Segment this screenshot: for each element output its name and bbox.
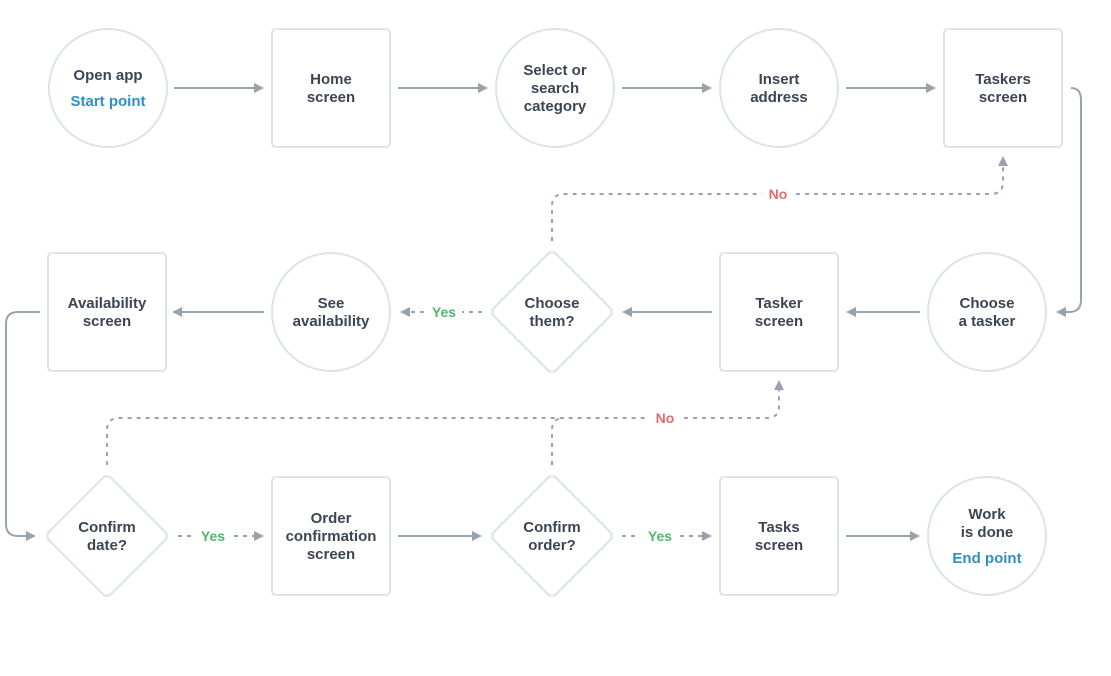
node-tasks-line-1: Tasks <box>758 519 799 536</box>
node-taskers-screen: Taskers screen <box>943 28 1063 148</box>
node-choose-tasker: Choose a tasker <box>927 252 1047 372</box>
yes-label-order: Yes <box>648 528 672 544</box>
node-home-line-1: Home <box>310 71 352 88</box>
node-tasks-screen: Tasks screen <box>719 476 839 596</box>
node-work-done: Work is done End point <box>927 476 1047 596</box>
node-insert-address: Insert address <box>719 28 839 148</box>
node-order-line-1: Order <box>311 510 352 527</box>
node-confirm-order-line-2: order? <box>528 537 576 554</box>
dash-no-top-left <box>551 193 762 241</box>
node-taskers-line-2: screen <box>979 89 1027 106</box>
arrow-no-to-tasker <box>684 380 784 419</box>
arrow-availability-to-confirm-date <box>5 311 40 541</box>
node-insert-line-2: address <box>750 89 808 106</box>
node-confirm-date-line-1: Confirm <box>78 519 136 536</box>
node-confirm-order: Confirm order? <box>491 475 613 597</box>
no-label-row3: No <box>656 410 675 426</box>
node-tasker-line-2: screen <box>755 313 803 330</box>
dash-no-date-line <box>106 417 648 465</box>
node-confirm-order-line-1: Confirm <box>523 519 581 536</box>
node-tasks-line-2: screen <box>755 537 803 554</box>
node-confirm-date-line-2: date? <box>87 537 127 554</box>
node-select-line-3: category <box>524 98 587 115</box>
node-open-app-line-1: Open app <box>73 67 142 84</box>
node-choose-tasker-line-2: a tasker <box>959 313 1016 330</box>
node-taskers-line-1: Taskers <box>975 71 1031 88</box>
node-choose-them: Choose them? <box>491 251 613 373</box>
end-point-label: End point <box>952 550 1021 567</box>
node-select-line-2: search <box>531 80 579 97</box>
arrow-no-to-taskers <box>796 156 1008 195</box>
yes-label-date: Yes <box>201 528 225 544</box>
node-order-confirmation: Order confirmation screen <box>271 476 391 596</box>
yes-label-row2: Yes <box>432 304 456 320</box>
node-availability-line-2: screen <box>83 313 131 330</box>
node-tasker-line-1: Tasker <box>755 295 802 312</box>
node-availability-line-1: Availability <box>68 295 147 312</box>
node-see-line-1: See <box>318 295 345 312</box>
node-availability-screen: Availability screen <box>47 252 167 372</box>
node-tasker-screen: Tasker screen <box>719 252 839 372</box>
arrow-taskers-to-choose <box>1056 87 1082 317</box>
node-work-line-1: Work <box>968 506 1006 523</box>
node-order-line-3: screen <box>307 546 355 563</box>
node-choose-tasker-line-1: Choose <box>959 295 1014 312</box>
no-label-row1: No <box>769 186 788 202</box>
node-see-line-2: availability <box>293 313 370 330</box>
node-home-screen: Home screen <box>271 28 391 148</box>
node-select-line-1: Select or <box>523 62 587 79</box>
node-home-line-2: screen <box>307 89 355 106</box>
node-open-app: Open app Start point <box>48 28 168 148</box>
start-point-label: Start point <box>71 93 146 110</box>
node-work-line-2: is done <box>961 524 1014 541</box>
node-choose-them-line-1: Choose <box>524 295 579 312</box>
node-see-availability: See availability <box>271 252 391 372</box>
node-order-line-2: confirmation <box>286 528 377 545</box>
node-confirm-date: Confirm date? <box>46 475 168 597</box>
node-insert-line-1: Insert <box>759 71 800 88</box>
node-choose-them-line-2: them? <box>530 313 575 330</box>
node-select-category: Select or search category <box>495 28 615 148</box>
dash-no-order-line <box>551 417 565 465</box>
